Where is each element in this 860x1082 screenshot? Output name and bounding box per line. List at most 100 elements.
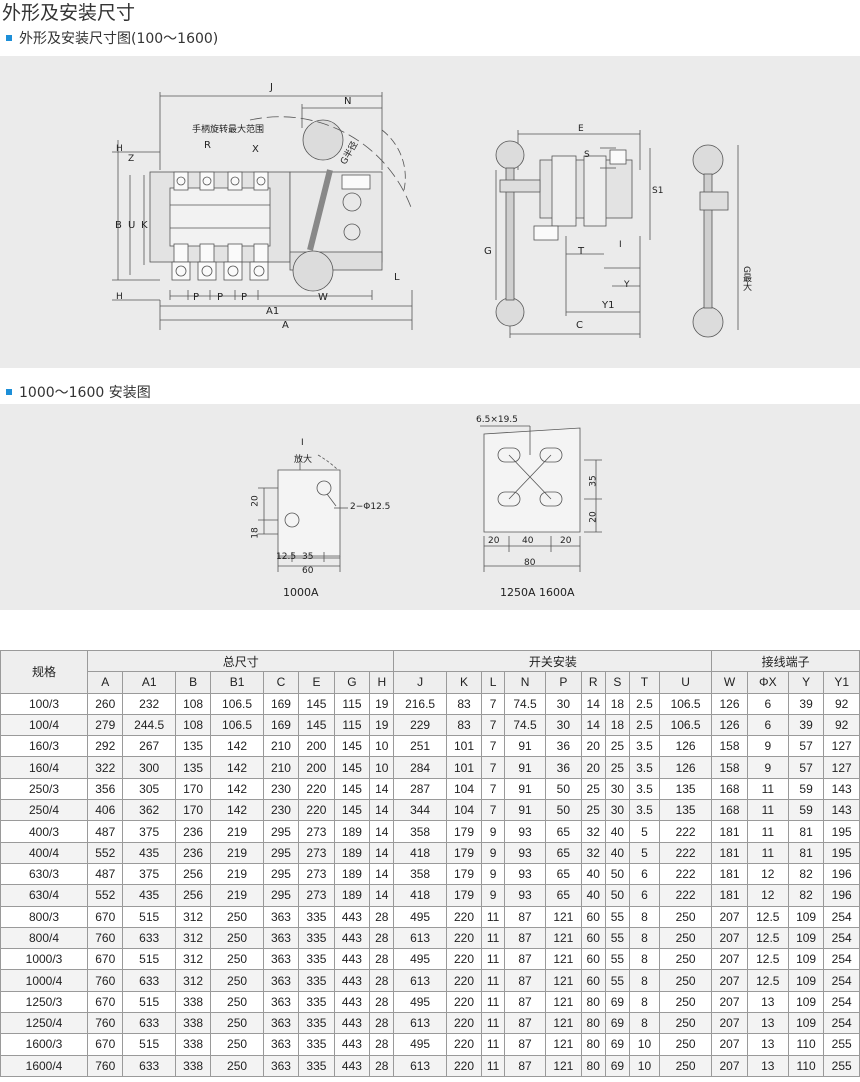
- table-cell: 295: [262, 820, 300, 843]
- section-heading-install-text: 1000～1600 安装图: [19, 385, 151, 401]
- spec-cell: 630/3: [0, 862, 88, 886]
- table-cell: 80: [580, 1033, 606, 1056]
- table-cell: 760: [86, 1012, 124, 1035]
- column-header: J: [393, 671, 447, 694]
- table-cell: 443: [333, 1054, 371, 1077]
- bullet-square-icon: [6, 35, 12, 41]
- table-cell: 195: [823, 820, 860, 843]
- table-cell: 30: [545, 713, 582, 737]
- table-cell: 14: [369, 777, 395, 801]
- table-cell: 250: [658, 1012, 713, 1035]
- table-cell: 104: [445, 799, 483, 822]
- table-cell: 83: [445, 713, 483, 737]
- table-cell: 250: [210, 990, 264, 1014]
- table-cell: 55: [604, 969, 631, 992]
- table-cell: 7: [481, 713, 505, 737]
- table-cell: 670: [86, 990, 124, 1014]
- table-cell: 254: [823, 969, 860, 992]
- header-overall: 总尺寸: [86, 649, 395, 673]
- table-cell: 443: [333, 1012, 371, 1035]
- table-cell: 230: [262, 777, 300, 801]
- column-header: S: [604, 671, 631, 694]
- table-cell: 14: [369, 862, 395, 886]
- table-cell: 91: [503, 756, 547, 779]
- table-cell: 363: [262, 1012, 300, 1035]
- label-d18: 18: [250, 527, 261, 539]
- table-cell: 110: [787, 1054, 825, 1077]
- table-cell: 30: [604, 777, 631, 801]
- table-cell: 322: [86, 756, 124, 779]
- table-cell: 250: [658, 926, 713, 950]
- table-cell: 142: [210, 777, 264, 801]
- table-cell: 40: [580, 884, 606, 907]
- table-cell: 363: [262, 905, 300, 928]
- table-cell: 219: [210, 884, 264, 907]
- table-cell: 91: [503, 799, 547, 822]
- table-cell: 256: [174, 862, 212, 886]
- table-cell: 273: [298, 841, 335, 864]
- table-cell: 55: [604, 926, 631, 950]
- table-cell: 91: [503, 777, 547, 801]
- table-cell: 121: [545, 1033, 582, 1056]
- table-cell: 158: [711, 756, 748, 779]
- table-cell: 93: [503, 841, 547, 864]
- label-T: T: [578, 246, 585, 257]
- table-cell: 11: [481, 990, 505, 1014]
- table-cell: 250: [210, 948, 264, 971]
- table-cell: 210: [262, 735, 300, 758]
- table-cell: 633: [122, 1012, 176, 1035]
- table-cell: 335: [298, 1012, 335, 1035]
- table-cell: 40: [604, 841, 631, 864]
- table-cell: 338: [174, 1054, 212, 1077]
- table-cell: 14: [369, 884, 395, 907]
- table-cell: 93: [503, 884, 547, 907]
- table-cell: 25: [604, 756, 631, 779]
- table-cell: 11: [481, 1033, 505, 1056]
- table-cell: 760: [86, 969, 124, 992]
- table-cell: 760: [86, 926, 124, 950]
- table-cell: 335: [298, 905, 335, 928]
- table-cell: 207: [711, 990, 748, 1014]
- table-cell: 145: [333, 756, 371, 779]
- table-cell: 273: [298, 862, 335, 886]
- table-cell: 25: [604, 735, 631, 758]
- table-cell: 250: [210, 1012, 264, 1035]
- table-cell: 633: [122, 969, 176, 992]
- table-cell: 207: [711, 969, 748, 992]
- spec-cell: 160/3: [0, 735, 88, 758]
- table-cell: 121: [545, 905, 582, 928]
- table-cell: 25: [580, 777, 606, 801]
- table-cell: 9: [481, 884, 505, 907]
- table-cell: 220: [445, 926, 483, 950]
- table-cell: 338: [174, 990, 212, 1014]
- table-cell: 121: [545, 948, 582, 971]
- table-cell: 10: [369, 756, 395, 779]
- column-header: W: [711, 671, 748, 694]
- table-cell: 126: [658, 756, 713, 779]
- table-cell: 59: [787, 799, 825, 822]
- bullet-square-icon: [6, 389, 12, 395]
- table-cell: 168: [711, 777, 748, 801]
- table-cell: 200: [298, 756, 335, 779]
- table-cell: 121: [545, 926, 582, 950]
- table-cell: 126: [711, 692, 748, 715]
- table-cell: 10: [629, 1033, 660, 1056]
- table-cell: 220: [445, 948, 483, 971]
- table-cell: 28: [369, 990, 395, 1014]
- table-cell: 189: [333, 841, 371, 864]
- table-cell: 8: [629, 969, 660, 992]
- label-r20: 20: [588, 511, 599, 523]
- spec-cell: 250/3: [0, 777, 88, 801]
- table-cell: 135: [658, 777, 713, 801]
- table-cell: 495: [393, 948, 447, 971]
- label-b80: 80: [524, 558, 536, 568]
- spec-cell: 160/4: [0, 756, 88, 779]
- table-cell: 13: [746, 990, 789, 1014]
- table-cell: 168: [711, 799, 748, 822]
- table-cell: 220: [445, 969, 483, 992]
